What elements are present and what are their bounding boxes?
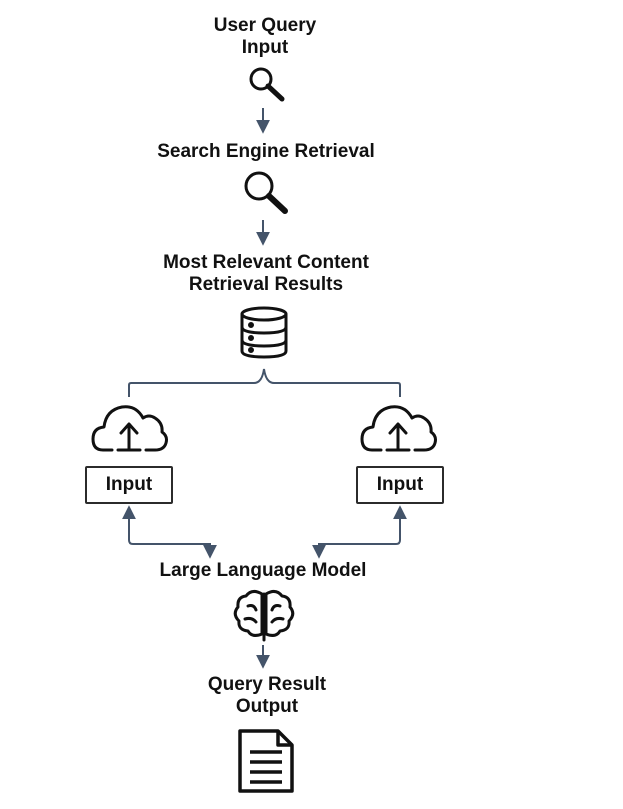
cloud-upload-icon (91, 405, 168, 452)
brain-icon (233, 589, 295, 642)
user-query-label: User Query Input (214, 15, 316, 59)
relevant-content-line1: Most Relevant Content (163, 252, 369, 273)
magnifier-icon (249, 67, 285, 102)
output-line1: Query Result (207, 674, 327, 695)
cloud-upload-icon (360, 405, 437, 452)
output-line2: Output (235, 696, 299, 717)
document-icon (238, 729, 294, 793)
split-connector (128, 368, 401, 397)
llm-label: Large Language Model (160, 560, 367, 582)
input-right-label: Input (376, 474, 424, 495)
output-label: Query Result Output (208, 674, 326, 718)
user-query-line1: User Query (213, 15, 317, 36)
magnifier-icon (244, 171, 288, 214)
search-engine-line1: Search Engine Retrieval (157, 141, 375, 162)
arrow-right-input-llm (312, 505, 407, 559)
search-engine-label: Search Engine Retrieval (157, 141, 375, 163)
relevant-content-line2: Retrieval Results (188, 274, 344, 295)
arrow-left-input-llm (122, 505, 217, 559)
llm-line1: Large Language Model (159, 560, 367, 581)
user-query-line2: Input (241, 37, 289, 58)
input-box-right: Input (356, 466, 444, 504)
database-icon (240, 306, 288, 359)
input-left-label: Input (105, 474, 153, 495)
input-box-left: Input (85, 466, 173, 504)
relevant-content-label: Most Relevant Content Retrieval Results (163, 252, 369, 296)
